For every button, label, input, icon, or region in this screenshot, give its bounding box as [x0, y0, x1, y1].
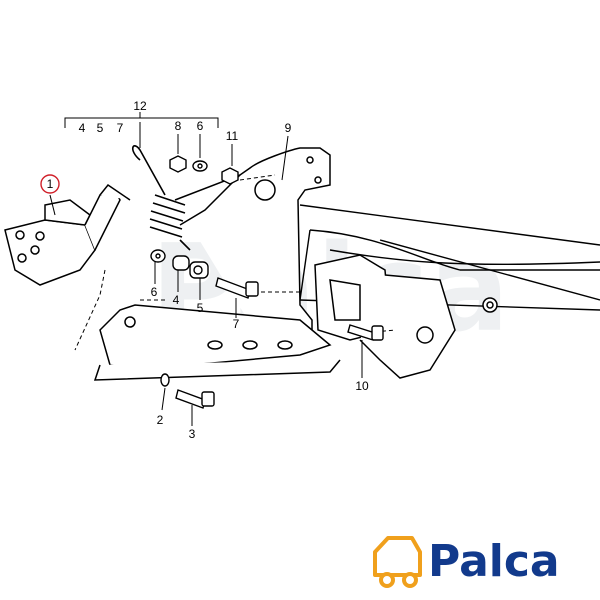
- group-bracket: [64, 112, 219, 148]
- callout-8: 8: [175, 119, 182, 133]
- bolt-parts: [175, 277, 384, 409]
- highlight-ring: [40, 174, 60, 194]
- palca-logo: Palca: [373, 536, 560, 588]
- brake-lever: [93, 304, 341, 381]
- group-member-7: 7: [117, 121, 124, 135]
- callout-6-top: 6: [197, 119, 204, 133]
- callout-11: 11: [226, 129, 239, 143]
- callout-5: 5: [197, 301, 204, 315]
- spring-part: [132, 145, 191, 251]
- callout-4: 4: [173, 293, 180, 307]
- callout-9: 9: [285, 121, 292, 135]
- group-member-4: 4: [79, 121, 86, 135]
- logo-text: Palca: [428, 536, 560, 587]
- callout-2: 2: [157, 413, 164, 427]
- group-member-5: 5: [97, 121, 104, 135]
- callout-leaders: [49, 134, 363, 426]
- callout-1: 1: [47, 177, 54, 191]
- group-label: 12: [133, 99, 147, 113]
- callout-10: 10: [355, 379, 369, 393]
- callout-3: 3: [189, 427, 196, 441]
- brake-pad-part: [4, 183, 131, 286]
- bracket-part: [174, 147, 331, 346]
- callout-7: 7: [233, 317, 240, 331]
- callout-6: 6: [151, 285, 158, 299]
- truck-icon: [373, 536, 422, 588]
- hardware-parts: [150, 155, 239, 387]
